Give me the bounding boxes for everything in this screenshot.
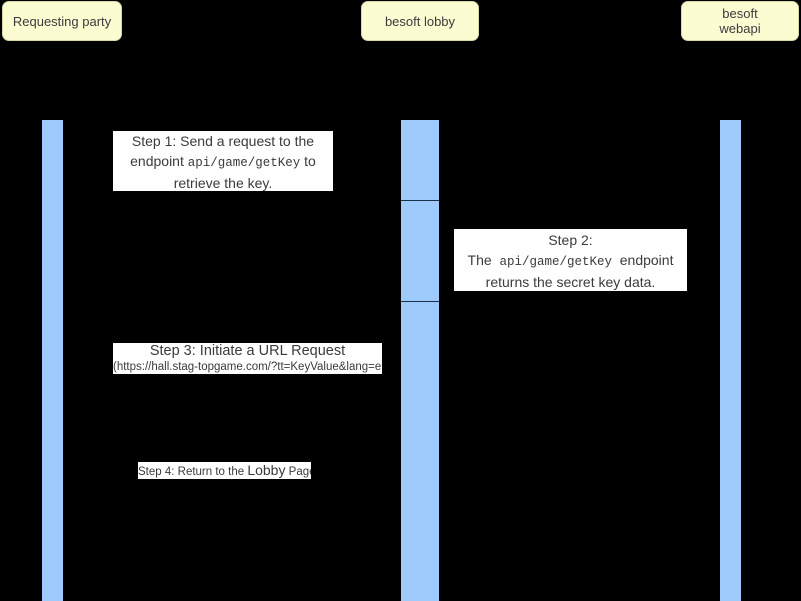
lifeline-activation-besoft-lobby-segment-1: [401, 120, 439, 201]
lifeline-activation-requesting-party: [42, 120, 63, 601]
step4-prefix: Step 4: Return to the: [138, 466, 248, 478]
step2-line-3: returns the secret key data.: [485, 274, 656, 290]
step2-endpoint-code: api/game/getKey: [499, 255, 612, 269]
participant-besoft-lobby[interactable]: besoft lobby: [361, 1, 479, 41]
step1-line2-suffix: to: [304, 153, 316, 169]
lifeline-activation-besoft-lobby-segment-2: [401, 201, 439, 302]
step2-line2-suffix: endpoint: [619, 252, 674, 268]
message-label-step-3: Step 3: Initiate a URL Request (https://…: [113, 343, 382, 374]
step2-line-1: Step 2:: [548, 232, 593, 248]
step4-suffix: Page: [288, 466, 311, 478]
step1-line-3: retrieve the key.: [173, 175, 273, 191]
participant-requesting-party[interactable]: Requesting party: [2, 1, 122, 41]
step3-url: (https://hall.stag-topgame.com/?tt=KeyVa…: [113, 361, 382, 373]
step2-line-2: The api/game/getKey endpoint: [454, 250, 687, 272]
message-label-step-1: Step 1: Send a request to the endpoint a…: [113, 131, 333, 191]
participant-label: Requesting party: [12, 13, 112, 29]
step2-line2-prefix: The: [467, 252, 492, 268]
message-label-step-4: Step 4: Return to the Lobby Page: [138, 462, 311, 479]
step4-emphasis: Lobby: [247, 462, 286, 478]
step1-endpoint-code: api/game/getKey: [187, 156, 301, 170]
lifeline-activation-besoft-webapi: [720, 120, 741, 601]
participant-besoft-webapi[interactable]: besoft webapi: [681, 1, 799, 41]
step1-line-1: Step 1: Send a request to the: [131, 133, 315, 149]
step3-title: Step 3: Initiate a URL Request: [149, 343, 346, 359]
step4-text: Step 4: Return to the Lobby Page: [138, 462, 311, 479]
participant-label: besoft lobby: [384, 13, 456, 29]
lifeline-activation-besoft-lobby-segment-3: [401, 302, 439, 601]
participant-label: besoft webapi: [719, 6, 761, 36]
message-label-step-2: Step 2: The api/game/getKey endpoint ret…: [454, 229, 687, 291]
step1-line2-prefix: endpoint: [130, 153, 184, 169]
step1-line-2: endpoint api/game/getKey to: [113, 151, 333, 173]
